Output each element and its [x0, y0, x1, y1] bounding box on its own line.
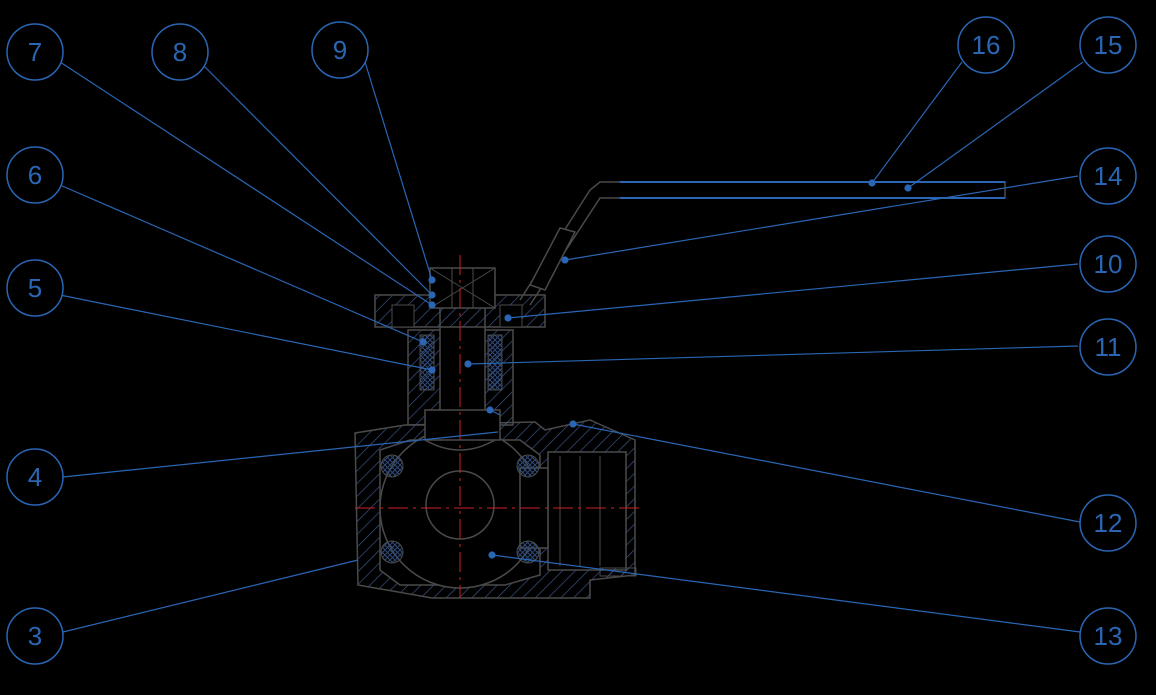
callout-3: 3: [6, 607, 64, 665]
callout-label: 5: [28, 273, 42, 303]
callout-label: 8: [173, 37, 187, 67]
seats: [380, 454, 540, 564]
callout-16: 16: [957, 16, 1015, 74]
callout-label: 6: [28, 160, 42, 190]
callout-label: 15: [1094, 30, 1123, 60]
callout-8: 8: [151, 23, 209, 81]
callout-label: 14: [1094, 161, 1123, 191]
callout-4: 4: [6, 448, 64, 506]
callouts: 7 8 9 16 15 6 14 5: [6, 16, 1137, 665]
callout-label: 12: [1094, 508, 1123, 538]
centerlines: [355, 255, 640, 598]
callout-7: 7: [6, 23, 64, 81]
callout-12: 12: [1079, 494, 1137, 552]
callout-9: 9: [311, 21, 369, 79]
callout-15: 15: [1079, 16, 1137, 74]
callout-label: 11: [1095, 332, 1122, 362]
leader-lines: [59, 61, 1084, 633]
callout-label: 3: [28, 621, 42, 651]
callout-13: 13: [1079, 607, 1137, 665]
callout-label: 9: [333, 35, 347, 65]
callout-6: 6: [6, 146, 64, 204]
callout-label: 4: [28, 462, 42, 492]
callout-10: 10: [1079, 235, 1137, 293]
handle: [519, 181, 1006, 306]
callout-5: 5: [6, 259, 64, 317]
callout-label: 10: [1094, 249, 1123, 279]
callout-label: 7: [28, 37, 42, 67]
callout-11: 11: [1079, 318, 1137, 376]
stem-neck: [374, 267, 546, 451]
callout-14: 14: [1079, 147, 1137, 205]
callout-label: 13: [1094, 621, 1123, 651]
callout-label: 16: [972, 30, 1001, 60]
